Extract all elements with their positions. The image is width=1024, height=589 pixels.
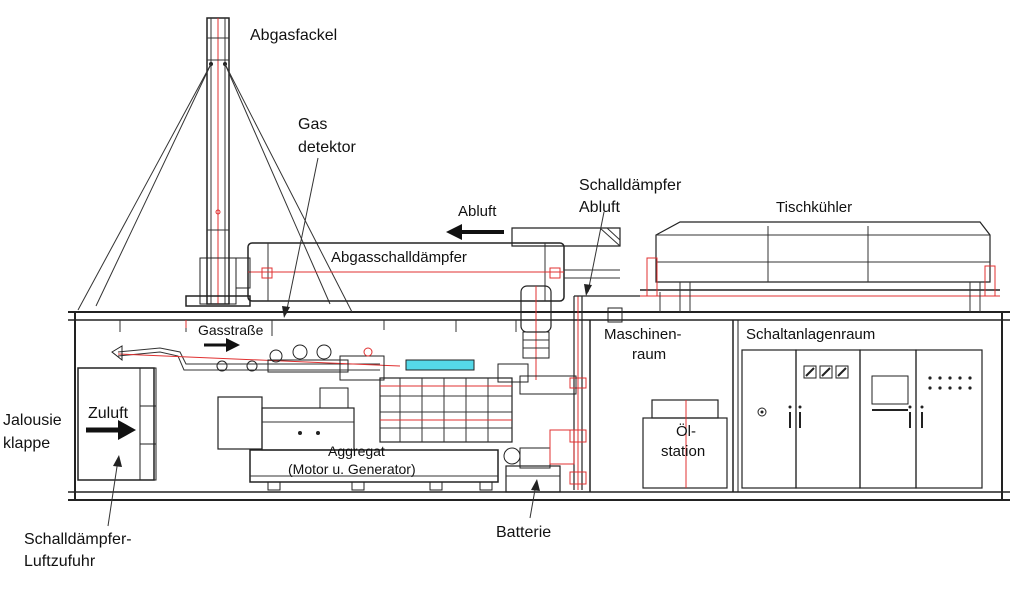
label-gas-detektor-1: Gas xyxy=(298,116,327,133)
label-schalldaempfer-luftzufuhr-2: Luftzufuhr xyxy=(24,553,96,570)
battery xyxy=(505,465,561,493)
label-schalldaempfer-luftzufuhr-1: Schalldämpfer- xyxy=(24,531,132,548)
label-abgasschalldaempfer: Abgasschalldämpfer xyxy=(331,249,467,266)
label-schalldaempfer-abluft-2: Abluft xyxy=(579,199,620,216)
label-abgasfackel: Abgasfackel xyxy=(250,27,337,44)
zuluft-arrow xyxy=(86,420,136,440)
gas-train xyxy=(111,320,517,381)
abluft-arrow xyxy=(446,224,504,240)
label-zuluft: Zuluft xyxy=(88,405,129,422)
cyan-component xyxy=(405,359,475,371)
table-cooler xyxy=(607,221,1000,323)
switchgear-cabinets xyxy=(741,349,983,489)
label-schaltanlagenraum: Schaltanlagenraum xyxy=(746,326,875,343)
label-schalldaempfer-abluft-1: Schalldämpfer xyxy=(579,177,682,194)
indicator-dots xyxy=(928,376,972,390)
label-gas-detektor-2: detektor xyxy=(298,139,356,156)
label-oelstation-1: Öl- xyxy=(676,422,696,440)
label-batterie: Batterie xyxy=(496,524,551,541)
leader-lines xyxy=(107,157,605,527)
label-jalousie-2: klappe xyxy=(3,435,50,452)
exhaust-silencer xyxy=(235,227,621,380)
label-tischkuehler: Tischkühler xyxy=(776,199,852,216)
gasstrasse-arrow xyxy=(204,338,240,352)
label-aggregat-2: (Motor u. Generator) xyxy=(288,461,416,477)
label-abluft: Abluft xyxy=(458,203,497,220)
oil-station xyxy=(642,399,728,489)
intake-silencer xyxy=(77,367,157,481)
label-maschinenraum-2: raum xyxy=(632,346,666,363)
aggregate-engine-generator xyxy=(217,359,577,491)
label-maschinenraum-1: Maschinen- xyxy=(604,326,682,343)
exhaust-flare-stack xyxy=(77,17,353,313)
label-oelstation-2: station xyxy=(661,443,705,460)
door-handles xyxy=(788,405,924,428)
label-jalousie-1: Jalousie xyxy=(3,412,62,429)
label-aggregat-1: Aggregat xyxy=(328,443,385,459)
label-gasstrasse: Gasstraße xyxy=(198,322,264,338)
